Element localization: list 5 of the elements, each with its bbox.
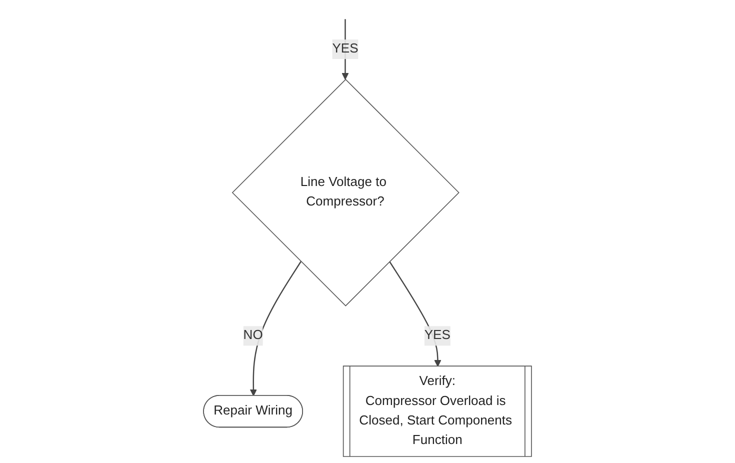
edge-label: YES — [332, 42, 358, 56]
node-diamond: Line Voltage to Compressor? — [232, 78, 460, 306]
edge-label: NO — [243, 328, 263, 342]
arrow — [250, 261, 302, 396]
edge-label: YES — [424, 328, 450, 342]
